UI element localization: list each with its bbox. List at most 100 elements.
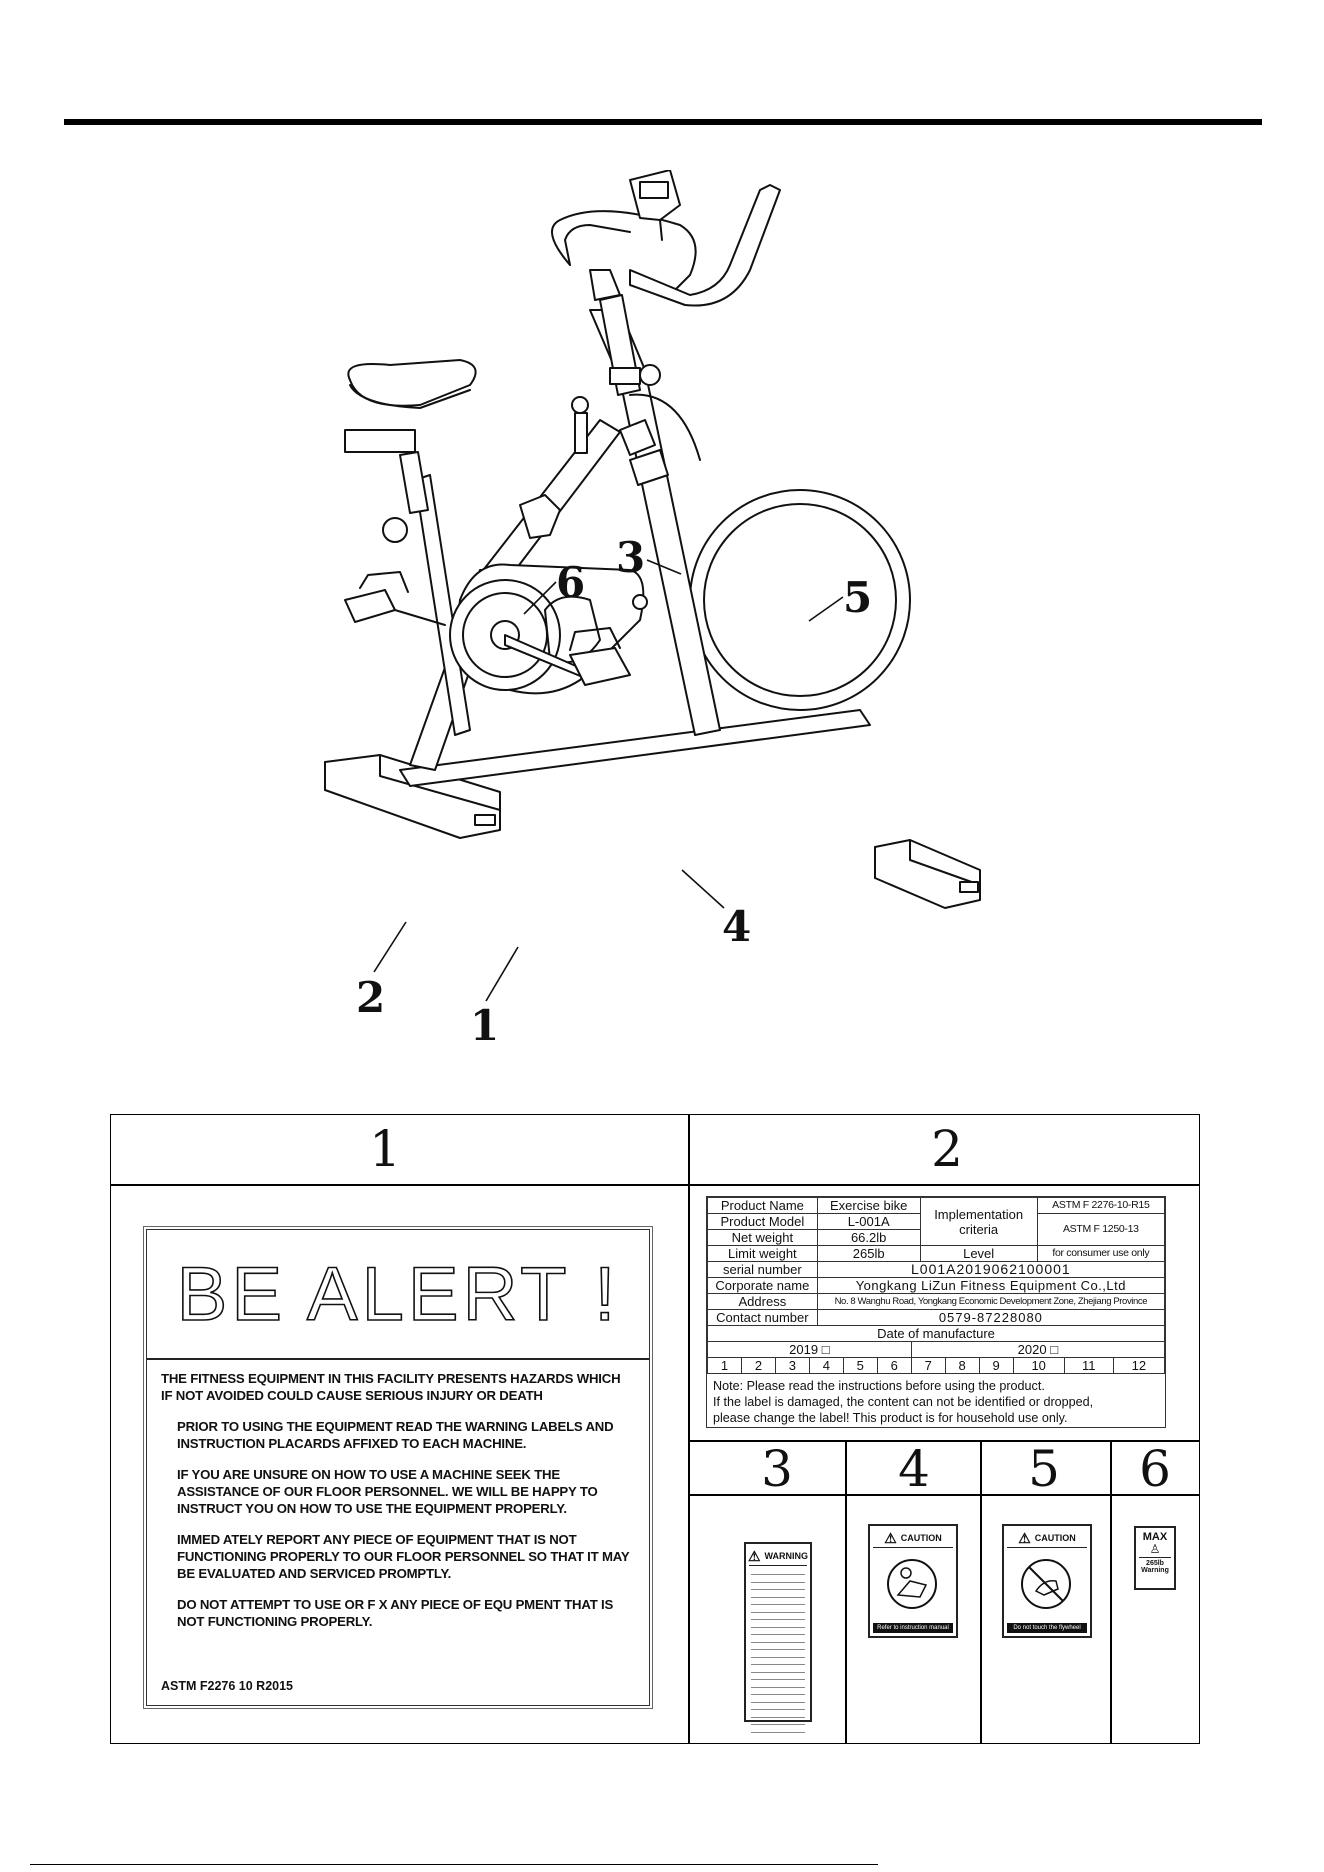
month-cell: 7 <box>910 1357 946 1374</box>
callout-2: 2 <box>356 973 386 1022</box>
month-cell: 11 <box>1063 1357 1114 1374</box>
caution-manual-header: ⚠ CAUTION <box>873 1529 953 1548</box>
callout-6: 6 <box>556 558 586 607</box>
grid-row-divider-top <box>110 1184 1200 1186</box>
note-line-2: If the label is damaged, the content can… <box>713 1395 1094 1409</box>
product-model-value: L-001A <box>816 1213 921 1230</box>
max-weight-title: MAX <box>1142 1531 1168 1543</box>
be-alert-title: BE ALERT ! <box>176 1251 620 1338</box>
astm-standard-1: ASTM F 2276-10-R15 <box>1036 1197 1166 1214</box>
serial-number-label: serial number <box>707 1261 818 1278</box>
address-value: No. 8 Wanghu Road, Yongkang Economic Dev… <box>816 1293 1166 1310</box>
month-cell: 8 <box>944 1357 980 1374</box>
year-2019-checkbox: 2019 □ <box>707 1341 912 1358</box>
warning-sticker-title: WARNING <box>764 1551 809 1561</box>
net-weight-label: Net weight <box>707 1229 818 1246</box>
read-manual-icon <box>887 1559 937 1609</box>
max-weight-sticker: MAX ♙ 265lb Warning <box>1134 1526 1176 1590</box>
warning-sticker-header: ⚠ WARNING <box>747 1547 809 1566</box>
grid-divider-3-4 <box>845 1440 847 1744</box>
callout-2-leader <box>373 921 407 973</box>
callout-5-leader <box>808 596 844 622</box>
month-cell: 9 <box>978 1357 1014 1374</box>
be-alert-standard: ASTM F2276 10 R2015 <box>161 1679 294 1693</box>
level-value: for consumer use only <box>1036 1245 1166 1262</box>
be-alert-paragraph-2: PRIOR TO USING THE EQUIPMENT READ THE WA… <box>177 1419 614 1451</box>
callout-1: 1 <box>470 1001 500 1050</box>
corporate-name-value: Yongkang LiZun Fitness Equipment Co.,Ltd <box>816 1277 1166 1294</box>
month-cell: 1 <box>707 1357 742 1374</box>
warning-fine-print <box>751 1569 805 1733</box>
be-alert-paragraph-1: THE FITNESS EQUIPMENT IN THIS FACILITY P… <box>161 1371 621 1403</box>
grid-divider-4-5 <box>980 1440 982 1744</box>
limit-weight-value: 265lb <box>816 1245 921 1262</box>
year-2020-checkbox: 2020 □ <box>910 1341 1166 1358</box>
callout-4: 4 <box>722 902 752 951</box>
grid-number-2: 2 <box>931 1120 963 1178</box>
contact-number-value: 0579-87228080 <box>816 1309 1166 1326</box>
warning-triangle-icon: ⚠ <box>1018 1529 1031 1546</box>
callout-5: 5 <box>843 573 873 622</box>
grid-row-divider-right-low <box>688 1494 1200 1496</box>
contact-number-label: Contact number <box>707 1309 818 1326</box>
warning-triangle-icon: ⚠ <box>747 1547 761 1564</box>
product-label: Product Name Exercise bike Implementatio… <box>706 1196 1166 1428</box>
be-alert-body: THE FITNESS EQUIPMENT IN THIS FACILITY P… <box>147 1360 649 1630</box>
bottom-rule <box>30 1864 878 1865</box>
product-name-label: Product Name <box>707 1197 818 1214</box>
top-rule <box>64 119 1262 125</box>
be-alert-label: BE ALERT ! THE FITNESS EQUIPMENT IN THIS… <box>143 1226 653 1709</box>
exercise-bike-drawing <box>324 170 981 909</box>
limit-weight-label: Limit weight <box>707 1245 818 1262</box>
caution-touch-header: ⚠ CAUTION <box>1007 1529 1087 1548</box>
caution-touch-title: CAUTION <box>1034 1533 1076 1543</box>
be-alert-paragraph-4: IMMED ATELY REPORT ANY PIECE OF EQUIPMEN… <box>177 1532 630 1581</box>
product-label-note: Note: Please read the instructions befor… <box>707 1374 1165 1430</box>
callout-6-leader <box>523 581 557 615</box>
product-name-value: Exercise bike <box>816 1197 921 1214</box>
be-alert-paragraph-5: DO NOT ATTEMPT TO USE OR F X ANY PIECE O… <box>177 1597 614 1629</box>
be-alert-header: BE ALERT ! <box>147 1230 649 1360</box>
be-alert-paragraph-3: IF YOU ARE UNSURE ON HOW TO USE A MACHIN… <box>177 1467 598 1516</box>
grid-divider-5-6 <box>1110 1440 1112 1744</box>
month-cell: 12 <box>1112 1357 1166 1374</box>
note-line-3: please change the label! This product is… <box>713 1411 1068 1425</box>
level-label: Level <box>919 1245 1038 1262</box>
grid-number-3: 3 <box>761 1440 793 1498</box>
note-line-1: Note: Please read the instructions befor… <box>713 1379 1045 1393</box>
month-cell: 10 <box>1012 1357 1065 1374</box>
month-cell: 2 <box>740 1357 776 1374</box>
caution-manual-footer: Refer to instruction manual <box>873 1623 953 1633</box>
caution-touch-sticker: ⚠ CAUTION Do not touch the flywheel <box>1002 1524 1092 1638</box>
date-of-manufacture-label: Date of manufacture <box>707 1325 1165 1342</box>
warning-sticker: ⚠ WARNING <box>744 1542 812 1733</box>
caution-manual-title: CAUTION <box>900 1533 942 1543</box>
max-weight-value: 265lb <box>1146 1560 1164 1567</box>
label-grid <box>110 1114 1200 1744</box>
warning-triangle-icon: ⚠ <box>884 1529 897 1546</box>
max-weight-footer: Warning <box>1141 1567 1169 1574</box>
grid-number-5: 5 <box>1028 1440 1060 1498</box>
astm-standard-2: ASTM F 1250-13 <box>1036 1213 1166 1246</box>
product-model-label: Product Model <box>707 1213 818 1230</box>
address-label: Address <box>707 1293 818 1310</box>
corporate-name-label: Corporate name <box>707 1277 818 1294</box>
person-icon: ♙ <box>1149 1542 1161 1556</box>
grid-number-4: 4 <box>898 1440 930 1498</box>
no-touch-icon <box>1021 1559 1071 1609</box>
manufacture-date-table: Date of manufacture 2019 □ 2020 □ 1 2 3 … <box>707 1325 1166 1374</box>
grid-number-6: 6 <box>1139 1440 1171 1498</box>
product-spec-table: Product Name Exercise bike Implementatio… <box>707 1197 1166 1326</box>
callout-1-leader <box>485 946 519 1002</box>
serial-number-value: L001A2019062100001 <box>816 1261 1166 1278</box>
month-row: 1 2 3 4 5 6 7 8 9 10 11 12 <box>707 1357 1166 1374</box>
grid-row-divider-right-mid <box>688 1440 1200 1442</box>
month-cell: 6 <box>876 1357 912 1374</box>
grid-number-1: 1 <box>369 1120 401 1178</box>
net-weight-value: 66.2lb <box>816 1229 921 1246</box>
callout-4-leader <box>681 869 725 909</box>
grid-divider-vertical <box>688 1114 690 1744</box>
callout-3-leader <box>646 559 682 575</box>
caution-touch-footer: Do not touch the flywheel <box>1007 1623 1087 1633</box>
